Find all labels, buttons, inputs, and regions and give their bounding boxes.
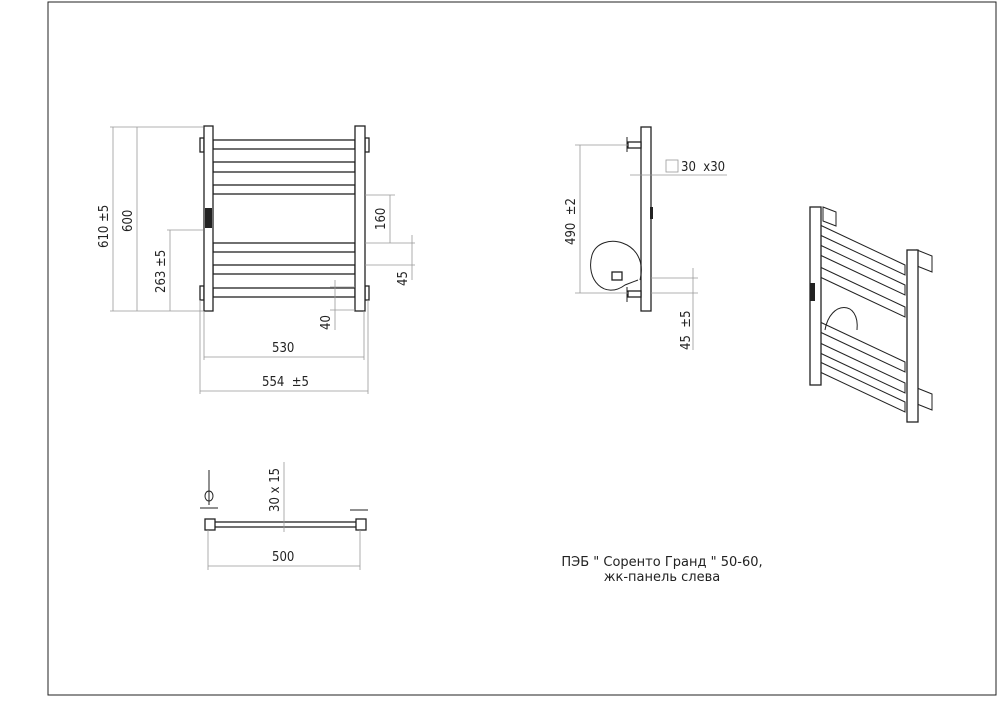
isometric-view [809,206,933,423]
dim-bottom-offset: 40 [319,315,334,330]
dim-rail-pitch: 45 [396,271,411,286]
dim-mount-distance: 490 ±2 [564,198,579,245]
post-side [640,126,652,312]
dim-rail-profile: 30 x 15 [268,468,283,512]
dim-width: 500 [272,550,294,565]
top-view: 30 x 15 500 [200,462,368,570]
dim-height: 600 [121,210,136,232]
dim-wall-offset: 45 ±5 [679,310,694,350]
dim-width-axes: 530 [272,341,294,356]
lcd-panel [205,208,212,228]
dim-profile: 30 x30 [681,160,725,175]
dim-panel-height: 263 ±5 [154,250,169,293]
right-post [354,125,366,312]
drawing-frame [47,1,997,696]
wall-mount [627,141,642,149]
dim-gap: 160 [374,208,389,230]
power-cable [590,240,642,291]
lcd-panel [650,207,653,219]
wall-mount [627,290,642,298]
dim-width-total: 554 ±5 [262,375,309,390]
dim-height-total: 610 ±5 [97,205,112,248]
side-view: 490 ±2 30 x30 45 ±5 [564,126,727,350]
right-post [906,249,919,423]
lcd-panel [810,283,815,301]
square-profile-icon [665,159,679,173]
rail-top [213,521,358,528]
rails [212,139,356,298]
caption-title: ПЭБ " Соренто Гранд " 50-60, [561,555,762,570]
caption-subtitle: жк-панель слева [604,570,720,585]
plug [611,271,623,281]
front-view: 610 ±5 600 263 ±5 160 45 40 530 554 ±5 [97,125,415,394]
